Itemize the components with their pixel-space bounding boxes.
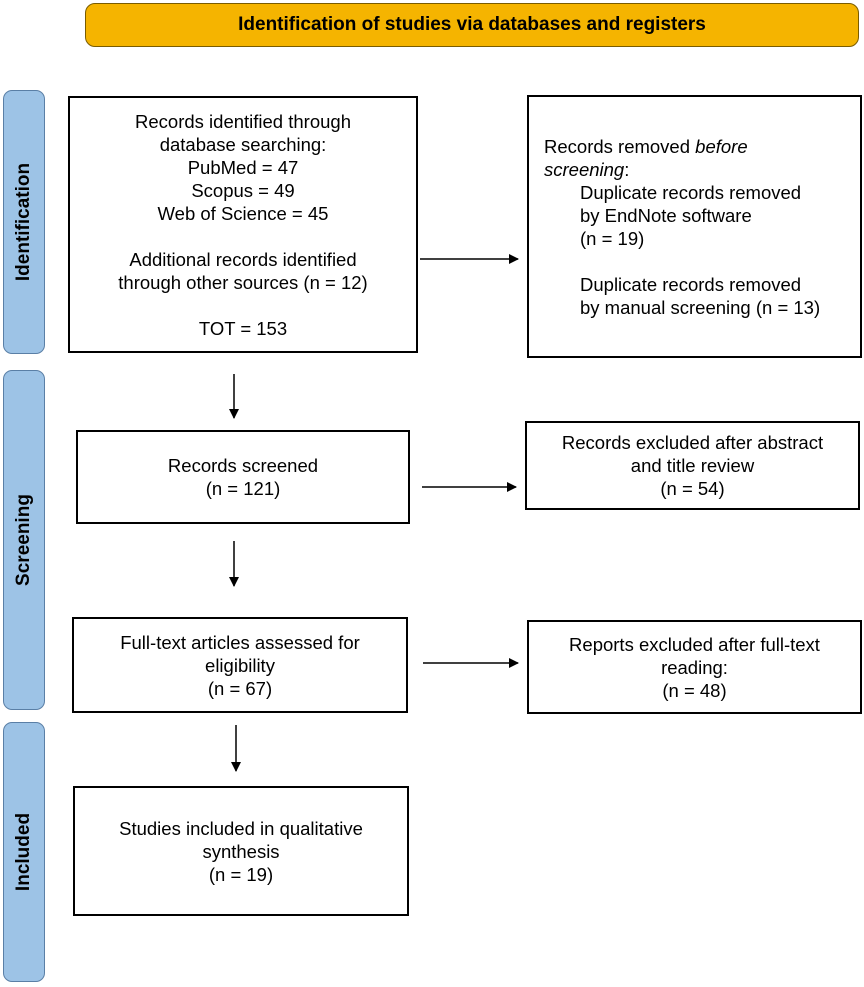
records-screened-box: Records screened (n = 121) [76, 430, 410, 524]
identified-scopus: Scopus = 49 [191, 179, 295, 201]
identified-line-2: database searching: [159, 133, 327, 155]
endnote-count: (n = 19) [580, 228, 645, 249]
manual-line-2: by manual screening (n = 13) [580, 297, 821, 318]
excluded-abstract-line-1: Records excluded after abstract [561, 432, 824, 453]
excluded-fulltext-count: (n = 48) [662, 679, 727, 701]
excluded-fulltext-box: Reports excluded after full-text reading… [527, 620, 862, 714]
identified-line-1: Records identified through [135, 110, 351, 132]
removed-title: Records removed before [544, 136, 748, 157]
fulltext-count: (n = 67) [207, 677, 273, 699]
fulltext-line-1: Full-text articles assessed for [120, 631, 360, 653]
fulltext-assessed-box: Full-text articles assessed for eligibil… [72, 617, 408, 713]
header-title: Identification of studies via databases … [238, 14, 706, 35]
excluded-fulltext-line-1: Reports excluded after full-text [569, 633, 820, 655]
excluded-abstract-box: Records excluded after abstract and titl… [525, 421, 860, 510]
excluded-abstract-line-2: and title review [630, 455, 755, 476]
removed-title-2: screening: [544, 159, 630, 180]
records-identified-box: Records identified through database sear… [68, 96, 418, 353]
phase-identification: Identification [3, 90, 45, 354]
identified-total: TOT = 153 [198, 317, 288, 339]
header-banner: Identification of studies via databases … [85, 3, 859, 47]
studies-included-box: Studies included in qualitative synthesi… [73, 786, 409, 916]
excluded-fulltext-line-2: reading: [661, 656, 728, 678]
identified-wos: Web of Science = 45 [157, 202, 329, 224]
included-line-1: Studies included in qualitative [119, 817, 363, 839]
phase-screening: Screening [3, 370, 45, 710]
records-removed-box: Records removed before screening: Duplic… [527, 95, 862, 358]
fulltext-line-2: eligibility [205, 654, 275, 676]
phase-included: Included [3, 722, 45, 982]
included-count: (n = 19) [208, 863, 274, 885]
endnote-line-2: by EndNote software [580, 205, 752, 226]
identified-pubmed: PubMed = 47 [187, 156, 299, 178]
included-line-2: synthesis [202, 840, 280, 862]
screened-label: Records screened [167, 455, 319, 476]
additional-line-1: Additional records identified [129, 248, 357, 270]
excluded-abstract-count: (n = 54) [660, 478, 725, 499]
endnote-line-1: Duplicate records removed [580, 182, 802, 203]
screened-count: (n = 121) [205, 478, 281, 499]
additional-line-2: through other sources (n = 12) [118, 271, 368, 293]
manual-line-1: Duplicate records removed [580, 274, 802, 295]
